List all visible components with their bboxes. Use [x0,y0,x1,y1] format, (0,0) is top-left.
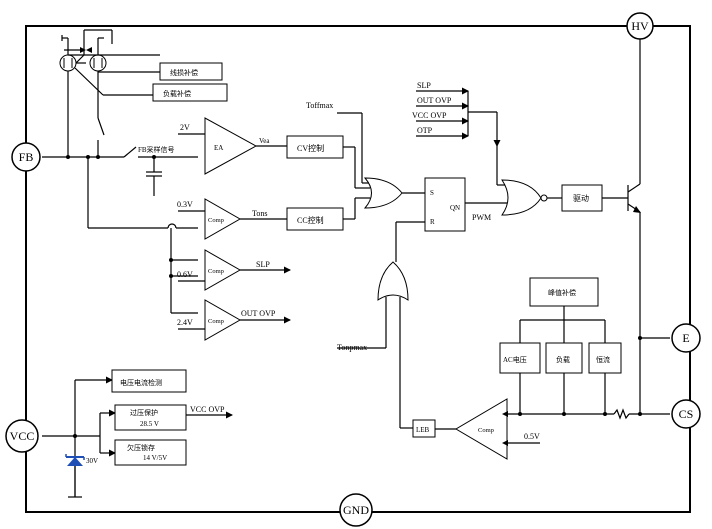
uvlo-label: 欠压锁存 [127,443,155,452]
cs-comp-label: Comp [478,427,494,434]
line-comp-label: 线损补偿 [170,68,198,77]
peak-comp-tree [508,306,670,420]
leb-box [412,419,436,438]
outovp-comparator [204,299,242,341]
latch-qn: QN [450,204,460,212]
slp-comparator [204,249,242,291]
load-comp-box [152,83,228,102]
protection-bus [416,87,508,186]
cs-comparator [455,398,508,460]
zener-v: 30V [86,457,98,465]
in-vcc-ovp: VCC OVP [412,111,447,120]
fb-sample-label: FB采样信号 [138,145,175,154]
power-transistor [627,39,670,416]
cc-ctrl-label: CC控制 [297,215,324,225]
comp-switches [59,29,160,157]
ref-2v: 2V [180,123,190,132]
sr-latch [424,177,466,232]
nor-gate [501,179,542,216]
const-cur-label: 恒流 [596,355,610,364]
ref-24v: 2.4V [177,318,193,327]
load-comp-label: 负载补偿 [163,89,191,98]
tons-label: Tons [252,209,267,218]
cv-ctrl-label: CV控制 [297,143,324,153]
svg-text:E: E [682,331,689,345]
ovp-value: 28.5 V [140,420,159,428]
ref-05v: 0.5V [524,432,540,441]
in-out-ovp: OUT OVP [417,96,452,105]
ref-06v: 0.6V [177,270,193,279]
pin-gnd: GND [339,493,373,527]
chip-outline [25,25,691,513]
pin-hv: HV [626,12,654,40]
in-otp: OTP [417,126,433,135]
peak-comp-label: 峰值补偿 [548,288,576,297]
or-gate-reset [337,221,425,429]
svg-text:CS: CS [679,407,694,421]
vea-label: Vea [259,137,270,145]
pin-e: E [671,323,701,353]
or-gate-set [337,112,425,220]
vcc-detect-label: 电压电流检测 [120,378,162,387]
uvlo-value: 14 V/5V [143,454,167,462]
pin-cs: CS [671,399,701,429]
load-label: 负载 [556,355,570,364]
ovp-box [114,404,187,431]
pin-fb: FB [11,142,41,172]
vcc-wiring [42,376,233,498]
slp-comp-label: Comp [208,268,224,275]
latch-r: R [430,218,435,226]
in-slp: SLP [417,81,431,90]
ea-label: EA [214,144,223,152]
cc-comp-label: Comp [208,217,224,224]
svg-text:FB: FB [19,150,34,164]
pwm-label: PWM [472,213,491,222]
outovp-comp-label: Comp [208,318,224,325]
pin-vcc: VCC [5,419,39,453]
svg-text:GND: GND [343,503,369,517]
const-cur-box [588,342,622,374]
leb-label: LEB [416,426,430,434]
toffmax-label: Toffmax [306,101,333,110]
driver-label: 驱动 [573,193,589,203]
uvlo-box [114,439,187,466]
vcc-detect-box [111,369,187,393]
ref-03v: 0.3V [177,200,193,209]
svg-text:VCC: VCC [10,429,35,443]
fb-wiring [42,146,198,314]
outovp-out-label: OUT OVP [241,309,276,318]
svg-text:HV: HV [631,19,649,33]
tonpmax-label: Tonpmax [337,343,367,352]
ea-amplifier [204,117,258,175]
ac-v-box [499,342,541,374]
slp-out-label: SLP [256,260,270,269]
peak-comp-box [529,277,599,307]
ovp-label: 过压保护 [130,408,158,417]
driver-box [561,184,603,212]
load-box [545,342,583,374]
line-comp-box [159,62,223,81]
ac-v-label: AC电压 [503,355,527,364]
cc-comparator [204,198,242,240]
vcc-ovp-out: VCC OVP [190,405,225,414]
latch-s: S [430,189,434,197]
